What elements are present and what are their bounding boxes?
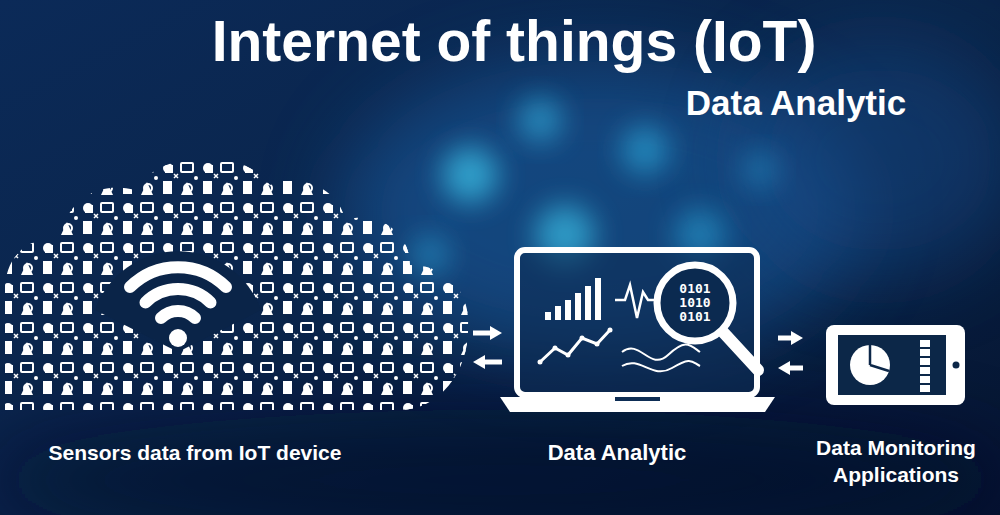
dot — [595, 342, 600, 347]
wifi-arc — [161, 311, 195, 318]
bar — [565, 300, 571, 320]
bar — [575, 293, 581, 320]
bokeh-lights — [0, 40, 1000, 515]
label-slot: 0101 — [675, 282, 715, 296]
double-arrow — [778, 338, 803, 368]
wave-line — [622, 361, 700, 371]
arrow-line — [778, 336, 791, 341]
shade — [0, 410, 1000, 515]
binary-digits: 1010 — [675, 296, 715, 310]
node-label: Data Analytic — [505, 440, 729, 466]
magnifier-handle — [723, 332, 758, 370]
glow — [740, 40, 1000, 280]
icon-cloud — [5, 157, 468, 410]
diagram-node: Data Analytic — [505, 245, 775, 466]
arrow-line — [473, 331, 490, 336]
light — [621, 126, 669, 174]
laptop-screen — [517, 250, 757, 395]
arrow-line — [485, 360, 502, 365]
bar — [585, 286, 591, 320]
arrow-line — [790, 366, 803, 371]
light — [442, 147, 498, 203]
pie-chart — [850, 345, 890, 385]
wave-line — [622, 344, 700, 359]
trend-line — [540, 330, 610, 362]
light — [518, 98, 562, 142]
pie-slice — [870, 345, 889, 371]
label-slot: 0101 — [675, 310, 715, 324]
subtitle-label: Data Analytic — [676, 83, 916, 123]
wifi-backing — [95, 251, 261, 352]
wifi-symbol — [130, 267, 226, 318]
wifi-arc — [146, 289, 211, 302]
binary-digits: 0101 — [675, 310, 715, 324]
bar — [920, 376, 930, 383]
iot-cloud — [5, 157, 468, 410]
dot — [566, 353, 571, 358]
light — [742, 152, 778, 188]
label-slot: 1010 — [675, 296, 715, 310]
laptop-base — [500, 397, 775, 412]
tablet-bars — [920, 340, 930, 392]
label-slot: Data Analytic — [676, 83, 916, 123]
diagram-node: Data Monitoring Applications — [806, 320, 986, 488]
node-label: Data Monitoring Applications — [806, 434, 986, 488]
bar — [920, 340, 930, 347]
connectors — [473, 333, 803, 368]
dot — [553, 346, 558, 351]
wifi-dot — [169, 329, 187, 347]
double-arrow — [473, 333, 502, 362]
bar-chart — [545, 278, 601, 320]
bar — [595, 278, 601, 320]
dot — [580, 336, 585, 341]
bar — [545, 312, 551, 320]
tablet-button — [953, 362, 960, 369]
diagram-title: Internet of things (IoT) — [114, 8, 914, 74]
wifi-arc — [130, 267, 226, 287]
bar — [555, 306, 561, 320]
tablet-icon — [826, 325, 965, 405]
tablet-screen — [838, 335, 946, 395]
bar — [920, 385, 930, 392]
laptop-notch — [615, 397, 660, 401]
tablet-frame — [826, 325, 965, 405]
binary-digits: 0101 — [675, 282, 715, 296]
node-label: Sensors data from IoT device — [0, 440, 390, 465]
laptop-icon — [500, 250, 775, 412]
diagram-node: Sensors data from IoT device — [0, 140, 470, 465]
bar — [920, 349, 930, 356]
icon-cloud-extra — [5, 157, 468, 410]
dot — [538, 360, 543, 365]
title-slot: Internet of things (IoT) — [114, 8, 914, 74]
pulse-line — [615, 285, 655, 318]
magnifier-lens — [657, 265, 733, 341]
trend-dots — [538, 328, 613, 365]
bar — [920, 367, 930, 374]
dot — [608, 328, 613, 333]
bar — [920, 358, 930, 365]
